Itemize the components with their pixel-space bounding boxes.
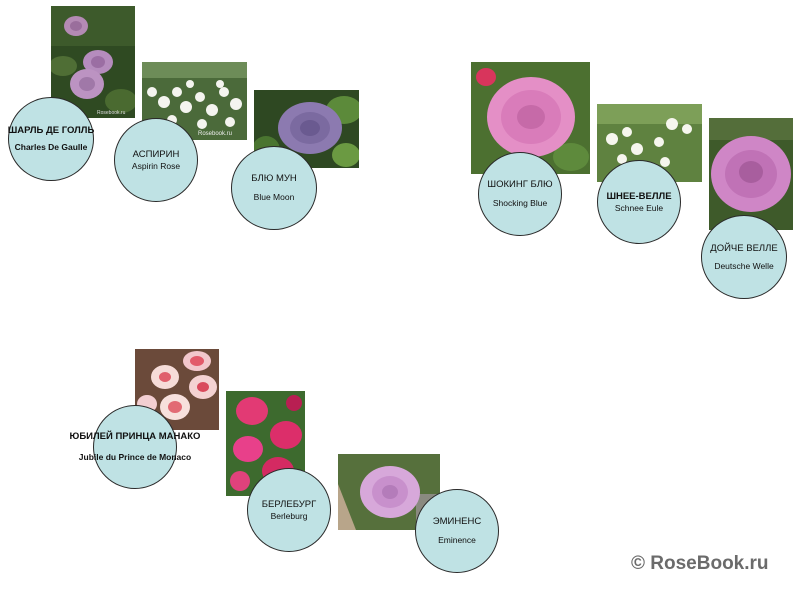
rose-name-ru: ДОЙЧЕ ВЕЛЛЕ bbox=[710, 242, 778, 254]
bubble-charles-de-gaulle: ШАРЛЬ ДЕ ГОЛЛЬ Charles De Gaulle bbox=[8, 97, 94, 181]
bubble-shocking-blue: ШОКИНГ БЛЮ Shocking Blue bbox=[478, 152, 562, 236]
bubble-berleburg: БЕРЛЕБУРГ Berleburg bbox=[247, 468, 331, 552]
rose-name-en: Berleburg bbox=[270, 510, 308, 521]
rose-name-ru: ШНЕЕ-ВЕЛЛЕ bbox=[606, 190, 672, 202]
rose-name-ru: ЭМИНЕНС bbox=[432, 516, 482, 528]
rose-name-ru: БЕРЛЕБУРГ bbox=[261, 498, 317, 510]
rose-name-en: Jubile du Prince de Monaco bbox=[78, 452, 192, 463]
rose-name-en: Aspirin Rose bbox=[131, 160, 181, 171]
photo-caption: Rosebook.ru bbox=[198, 131, 232, 137]
rose-name-en: Deutsche Welle bbox=[714, 260, 774, 271]
photo-shocking-blue bbox=[471, 62, 590, 174]
rose-name-ru: БЛЮ МУН bbox=[251, 173, 297, 185]
photo-blue-moon bbox=[254, 90, 359, 168]
photo-jubile-du-prince-de-monaco bbox=[135, 349, 219, 430]
bubble-deutsche-welle: ДОЙЧЕ ВЕЛЛЕ Deutsche Welle bbox=[701, 215, 787, 299]
bubble-schnee-eule: ШНЕЕ-ВЕЛЛЕ Schnee Eule bbox=[597, 160, 681, 244]
bubble-jubile-du-prince-de-monaco: ЮБИЛЕЙ ПРИНЦА МАНАКО Jubile du Prince de… bbox=[70, 405, 200, 489]
rose-name-en: Blue Moon bbox=[253, 192, 295, 203]
rose-name-ru: ШАРЛЬ ДЕ ГОЛЛЬ bbox=[7, 125, 95, 137]
bubble-aspirin-rose: АСПИРИН Aspirin Rose bbox=[114, 118, 198, 202]
photo-caption: Rosebook.ru bbox=[97, 110, 126, 116]
rose-name-en: Eminence bbox=[438, 535, 476, 546]
rose-name-en: Charles De Gaulle bbox=[14, 142, 88, 153]
bubble-eminence: ЭМИНЕНС Eminence bbox=[415, 489, 499, 573]
rose-name-en: Shocking Blue bbox=[492, 198, 548, 209]
watermark: © RoseBook.ru bbox=[631, 553, 769, 574]
rose-name-ru: ШОКИНГ БЛЮ bbox=[487, 179, 553, 191]
rose-name-ru: АСПИРИН bbox=[132, 148, 180, 160]
photo-charles-de-gaulle: Rosebook.ru bbox=[51, 6, 135, 118]
rose-name-en: Schnee Eule bbox=[614, 202, 664, 213]
rose-name-ru: ЮБИЛЕЙ ПРИНЦА МАНАКО bbox=[69, 431, 201, 443]
bubble-blue-moon: БЛЮ МУН Blue Moon bbox=[231, 146, 317, 230]
photo-deutsche-welle bbox=[709, 118, 793, 230]
